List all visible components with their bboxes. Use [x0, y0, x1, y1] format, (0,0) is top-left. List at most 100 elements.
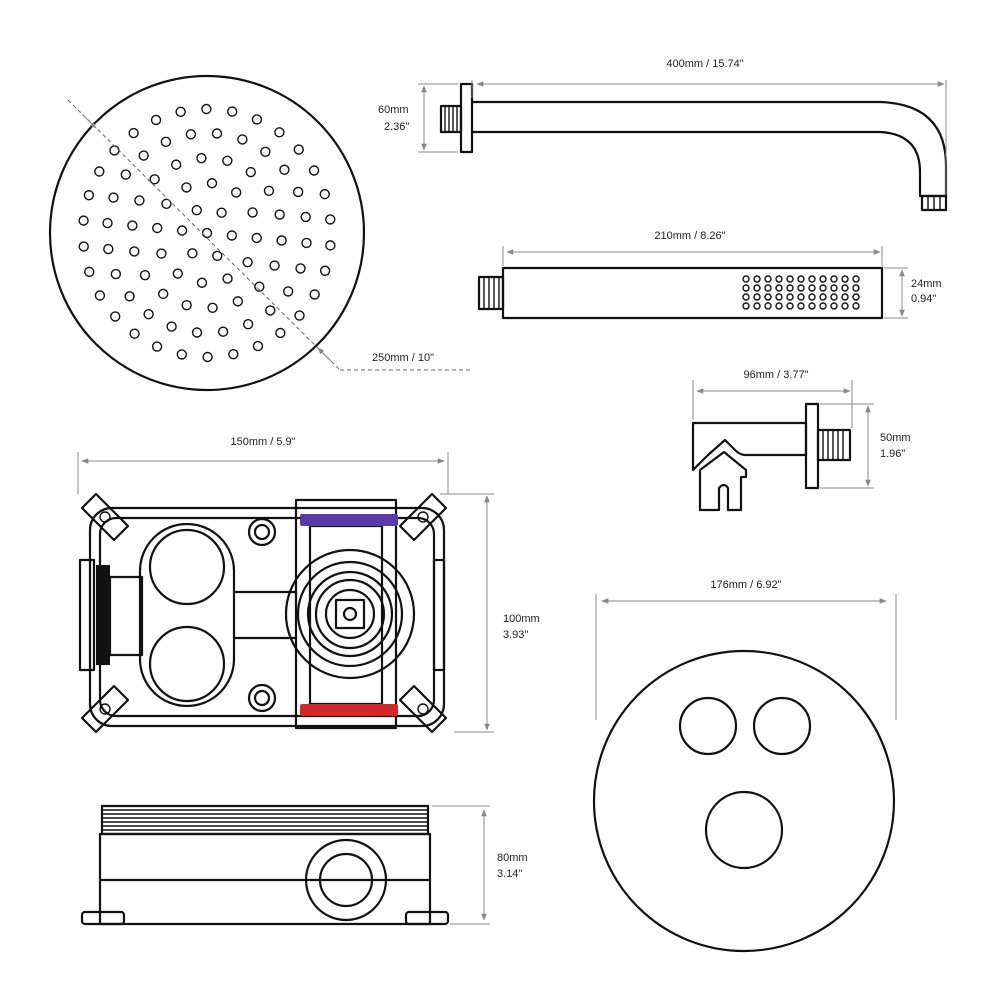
holder-arm — [691, 421, 808, 472]
nozzle — [124, 291, 135, 302]
nozzle — [127, 220, 138, 231]
nozzle — [274, 209, 285, 220]
arm-height-in-label: 2.36" — [384, 121, 409, 133]
mounting-ear-top-left — [80, 492, 130, 542]
nozzle — [263, 185, 275, 196]
hand-nozzle — [808, 302, 816, 310]
nozzle — [292, 186, 304, 198]
nozzle — [325, 240, 336, 251]
cover-plate-outline — [592, 649, 896, 953]
nozzle — [161, 198, 172, 210]
hand-nozzle — [808, 275, 816, 283]
holder-height-in-label: 1.96" — [880, 448, 905, 460]
nozzle — [251, 232, 262, 244]
nozzle — [308, 165, 320, 176]
nozzle — [222, 273, 233, 284]
nozzle — [158, 288, 169, 300]
shower-head-nozzles — [78, 103, 336, 363]
cartridge-housing — [138, 522, 236, 708]
nozzle — [319, 265, 331, 276]
hand-nozzle — [764, 284, 772, 292]
nozzle — [301, 237, 312, 249]
holder-wall-plate — [804, 402, 820, 490]
nozzle — [226, 230, 238, 241]
nozzle — [109, 145, 120, 156]
side-foot-left — [80, 910, 126, 926]
side-tab-right — [432, 558, 446, 672]
arm-thread — [439, 104, 463, 134]
nozzle — [211, 128, 223, 139]
cartridge-neck — [108, 575, 144, 657]
nozzle — [160, 136, 172, 148]
cold-water-indicator — [300, 514, 398, 526]
hand-nozzle — [797, 275, 805, 283]
nozzle — [172, 268, 184, 279]
nozzle — [276, 235, 287, 246]
arm-height-mm-label: 60mm — [378, 104, 409, 116]
hand-nozzle — [753, 293, 761, 301]
nozzle — [83, 190, 95, 201]
hand-shower-body — [501, 266, 884, 320]
nozzle — [185, 129, 197, 140]
nozzle — [295, 263, 306, 274]
shower-head-outline — [48, 74, 366, 392]
hand-nozzle — [742, 284, 750, 292]
thermostat-knob — [704, 790, 784, 870]
hand-nozzle — [764, 275, 772, 283]
nozzle — [222, 155, 233, 167]
hand-nozzle — [753, 275, 761, 283]
hot-water-indicator — [300, 704, 398, 716]
hand-nozzle — [841, 293, 849, 301]
arm-length-label: 400mm / 15.74" — [666, 58, 743, 70]
hand-nozzle — [764, 293, 772, 301]
nozzle — [212, 250, 223, 261]
hand-nozzle — [830, 284, 838, 292]
hand-nozzle — [841, 302, 849, 310]
nozzle — [181, 299, 192, 311]
nozzle — [110, 311, 121, 322]
nozzle — [201, 103, 212, 115]
nozzle — [247, 207, 258, 218]
hand-nozzle — [819, 275, 827, 283]
hand-nozzle — [819, 293, 827, 301]
nozzle — [181, 182, 192, 193]
cover-ribs — [102, 809, 428, 831]
nozzle — [110, 268, 122, 280]
plate-diameter-label: 176mm / 6.92" — [710, 579, 781, 591]
cartridge-port-bottom — [148, 625, 226, 703]
black-plug — [96, 565, 110, 665]
hand-nozzle — [852, 302, 860, 310]
nozzle — [260, 146, 271, 158]
shower-head: 250mm / 10" — [48, 74, 470, 392]
diverter-ring-outer — [284, 548, 416, 680]
hand-nozzle — [852, 284, 860, 292]
box-height-mm-label: 100mm — [503, 613, 540, 625]
push-button-right — [752, 696, 812, 756]
mounting-ear-bottom-left — [80, 684, 130, 734]
nozzle — [120, 169, 132, 180]
nozzle — [152, 222, 163, 234]
box-height-in-label: 3.93" — [503, 629, 528, 641]
diameter-guide-line — [67, 99, 341, 371]
hand-nozzle — [742, 293, 750, 301]
nozzle — [232, 296, 244, 307]
hand-nozzle — [852, 275, 860, 283]
hand-shower-length-label: 210mm / 8.26" — [654, 230, 725, 242]
side-tab-left — [78, 558, 96, 672]
side-foot-right — [404, 910, 450, 926]
nozzle — [202, 351, 213, 363]
nozzle — [242, 256, 253, 268]
holder-thread — [816, 428, 852, 462]
nozzle — [175, 106, 186, 118]
hand-shower-height-in-label: 0.94" — [911, 293, 936, 305]
hand-nozzle — [841, 275, 849, 283]
hand-shower-nozzles — [742, 275, 860, 310]
hand-nozzle — [786, 284, 794, 292]
diameter-arrow-top — [81, 113, 97, 129]
nozzle — [196, 277, 208, 288]
arm-wall-flange — [459, 82, 474, 154]
hand-nozzle — [753, 302, 761, 310]
hand-shower: 210mm / 8.26" 24mm 0.94" — [477, 230, 942, 320]
nozzle — [245, 166, 256, 178]
